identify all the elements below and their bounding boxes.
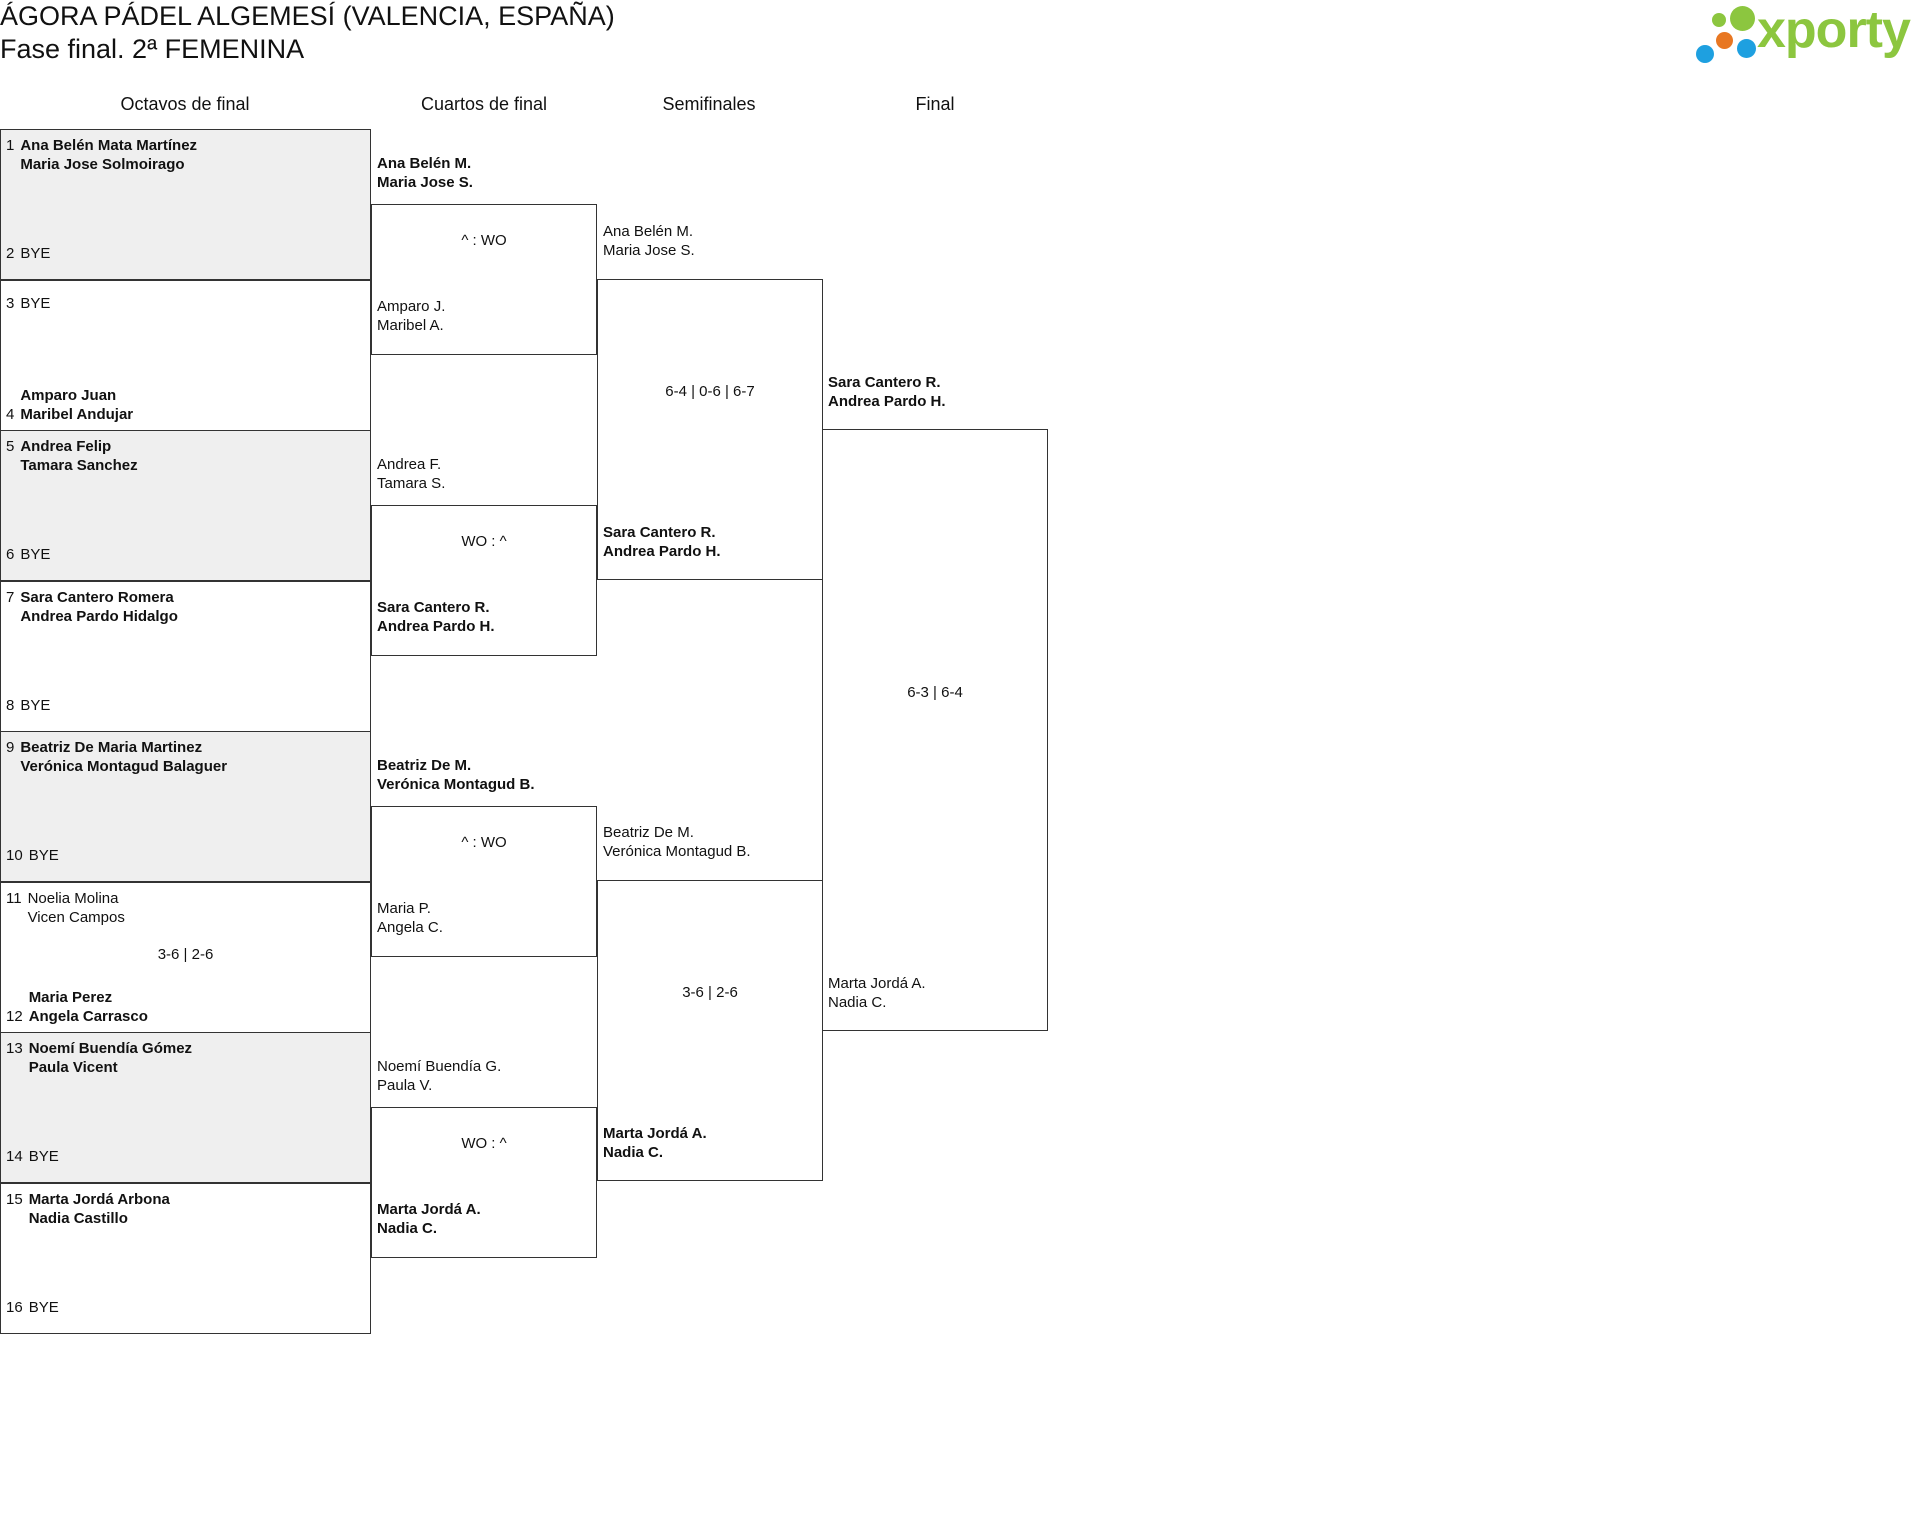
seed-number: 13 <box>6 1040 23 1057</box>
logo-dot-blue <box>1696 45 1714 63</box>
seed-number: 8 <box>6 696 15 714</box>
semis-entry: Ana Belén M.Maria Jose S. <box>603 223 695 259</box>
seed-number: 7 <box>6 588 15 606</box>
match-score: ^ : WO <box>461 232 507 249</box>
phase-subtitle: Fase final. 2ª FEMENINA <box>0 34 305 64</box>
logo-dot-green <box>1730 6 1755 31</box>
seed-number: 16 <box>6 1298 23 1316</box>
cuartos-entry: Beatriz De M.Verónica Montagud B. <box>377 757 535 793</box>
seed-number: 6 <box>6 546 15 563</box>
octavos-match-box <box>0 129 371 280</box>
cuartos-entry: Maria P.Angela C. <box>377 900 443 936</box>
seed-number: 15 <box>6 1190 23 1208</box>
match-score: 6-4 | 0-6 | 6-7 <box>665 383 755 400</box>
seed-number: 3 <box>6 294 15 312</box>
final-match-box <box>822 429 1048 1031</box>
seed-team: BYE <box>28 1148 59 1165</box>
seed-number: 14 <box>6 1148 23 1165</box>
seed-number: 12 <box>6 1007 23 1025</box>
seed-number: 2 <box>6 245 15 262</box>
final-score: 6-3 | 6-4 <box>907 684 963 701</box>
seed-entry: 6 BYE <box>6 545 50 564</box>
cuartos-match-box <box>371 806 597 957</box>
seed-number: 11 <box>6 889 22 907</box>
seed-team: BYE <box>20 294 51 312</box>
semis-entry: Marta Jordá A.Nadia C. <box>603 1125 707 1161</box>
tournament-title: ÁGORA PÁDEL ALGEMESÍ (VALENCIA, ESPAÑA) <box>0 1 615 31</box>
seed-team: BYE <box>28 847 59 864</box>
match-score: 3-6 | 2-6 <box>157 945 214 963</box>
octavos-match-box <box>0 1032 371 1183</box>
cuartos-entry: Amparo J.Maribel A. <box>377 298 446 334</box>
match-score: 3-6 | 2-6 <box>682 984 738 1001</box>
match-score: ^ : WO <box>461 834 507 851</box>
cuartos-entry: Ana Belén M.Maria Jose S. <box>377 155 473 191</box>
round-final-header: Final <box>915 94 955 114</box>
seed-entry: 2 BYE <box>6 244 50 263</box>
seed-team: BYE <box>28 1298 59 1316</box>
seed-team: BYE <box>20 546 51 563</box>
cuartos-match-box <box>371 1107 597 1258</box>
seed-number: 10 <box>6 847 23 864</box>
octavos-match-box <box>0 1182 371 1334</box>
seed-number: 4 <box>6 405 15 423</box>
logo-dot-blue-2 <box>1737 39 1756 58</box>
seed-entry: 10 BYE <box>6 846 59 865</box>
semis-entry: Sara Cantero R.Andrea Pardo H. <box>603 524 721 560</box>
octavos-match-box <box>0 430 371 581</box>
round-cuartos-header: Cuartos de final <box>420 94 548 114</box>
xporty-logo: xporty <box>1695 1 1920 77</box>
cuartos-match-box <box>371 505 597 656</box>
cuartos-match-box <box>371 204 597 355</box>
semis-entry: Beatriz De M.Verónica Montagud B. <box>603 824 751 860</box>
final-entry: Marta Jordá A.Nadia C. <box>828 975 926 1011</box>
seed-entry: 14 BYE <box>6 1147 59 1166</box>
match-score: WO : ^ <box>461 1135 507 1152</box>
cuartos-entry: Sara Cantero R.Andrea Pardo H. <box>377 599 495 635</box>
seed-entry: 3 BYE <box>6 294 50 313</box>
seed-team: BYE <box>20 245 51 262</box>
cuartos-entry: Andrea F.Tamara S. <box>377 456 446 492</box>
seed-team: BYE <box>20 696 51 714</box>
cuartos-entry: Noemí Buendía G.Paula V. <box>377 1058 502 1094</box>
logo-text: xporty <box>1757 1 1911 59</box>
seed-number: 1 <box>6 137 15 154</box>
seed-number: 9 <box>6 739 15 756</box>
logo-dot-green-small <box>1712 13 1726 27</box>
final-entry: Sara Cantero R.Andrea Pardo H. <box>828 374 946 410</box>
seed-number: 5 <box>6 438 15 455</box>
seed-entry: 8 BYE <box>6 696 50 715</box>
cuartos-entry: Marta Jordá A.Nadia C. <box>377 1201 481 1237</box>
round-octavos-header: Octavos de final <box>120 94 250 114</box>
match-score: WO : ^ <box>461 533 507 550</box>
round-semifinales-header: Semifinales <box>662 94 756 114</box>
logo-dot-orange <box>1716 32 1733 49</box>
seed-entry: 16 BYE <box>6 1298 59 1317</box>
